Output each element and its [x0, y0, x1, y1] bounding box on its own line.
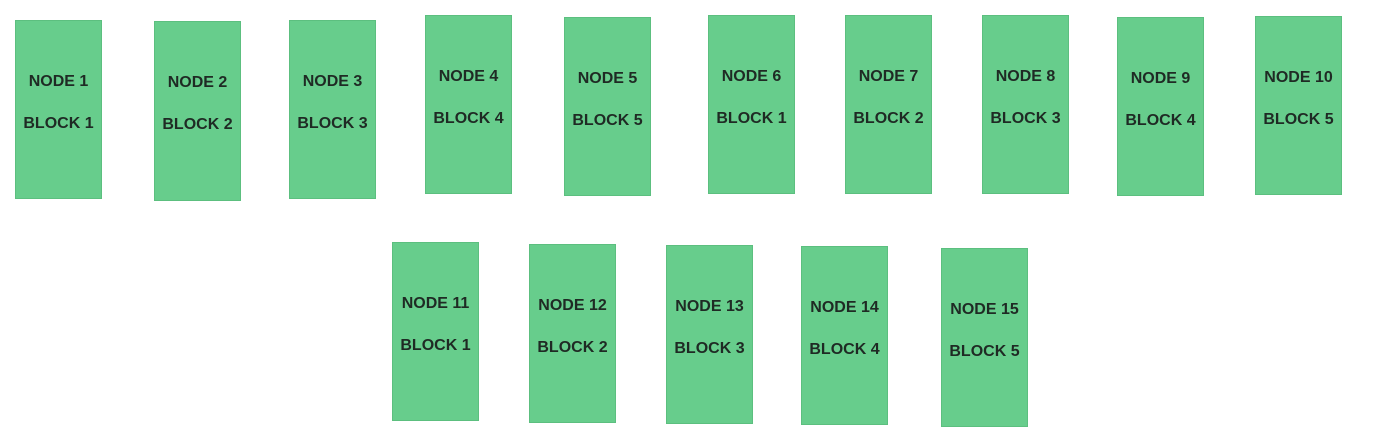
node-label: NODE 10	[1264, 69, 1333, 86]
block-label: BLOCK 1	[400, 337, 471, 354]
block-label: BLOCK 2	[162, 116, 233, 133]
node-label: NODE 3	[302, 73, 363, 90]
node-label: NODE 2	[167, 74, 228, 91]
node-label: NODE 7	[858, 68, 919, 85]
node-box-4: NODE 4 BLOCK 4	[425, 15, 512, 194]
block-label: BLOCK 1	[23, 115, 94, 132]
node-label: NODE 5	[577, 70, 638, 87]
node-box-11: NODE 11 BLOCK 1	[392, 242, 479, 421]
block-label: BLOCK 2	[537, 339, 608, 356]
node-label: NODE 15	[950, 301, 1019, 318]
node-label: NODE 13	[675, 298, 744, 315]
node-box-1: NODE 1 BLOCK 1	[15, 20, 102, 199]
node-box-15: NODE 15 BLOCK 5	[941, 248, 1028, 427]
node-label: NODE 1	[28, 73, 89, 90]
node-label: NODE 8	[995, 68, 1056, 85]
node-box-8: NODE 8 BLOCK 3	[982, 15, 1069, 194]
block-label: BLOCK 3	[297, 115, 368, 132]
node-label: NODE 11	[401, 295, 470, 312]
block-label: BLOCK 2	[853, 110, 924, 127]
block-label: BLOCK 5	[949, 343, 1020, 360]
block-label: BLOCK 3	[674, 340, 745, 357]
block-label: BLOCK 4	[809, 341, 880, 358]
block-label: BLOCK 5	[572, 112, 643, 129]
block-label: BLOCK 4	[1125, 112, 1196, 129]
node-box-13: NODE 13 BLOCK 3	[666, 245, 753, 424]
node-box-9: NODE 9 BLOCK 4	[1117, 17, 1204, 196]
block-label: BLOCK 3	[990, 110, 1061, 127]
node-label: NODE 9	[1130, 70, 1191, 87]
node-label: NODE 6	[721, 68, 782, 85]
node-box-5: NODE 5 BLOCK 5	[564, 17, 651, 196]
node-box-14: NODE 14 BLOCK 4	[801, 246, 888, 425]
node-box-3: NODE 3 BLOCK 3	[289, 20, 376, 199]
node-box-2: NODE 2 BLOCK 2	[154, 21, 241, 201]
node-box-10: NODE 10 BLOCK 5	[1255, 16, 1342, 195]
node-box-12: NODE 12 BLOCK 2	[529, 244, 616, 423]
node-label: NODE 4	[438, 68, 499, 85]
node-label: NODE 14	[810, 299, 879, 316]
block-label: BLOCK 1	[716, 110, 787, 127]
node-box-7: NODE 7 BLOCK 2	[845, 15, 932, 194]
block-label: BLOCK 4	[433, 110, 504, 127]
block-label: BLOCK 5	[1263, 111, 1334, 128]
node-box-6: NODE 6 BLOCK 1	[708, 15, 795, 194]
node-label: NODE 12	[538, 297, 607, 314]
